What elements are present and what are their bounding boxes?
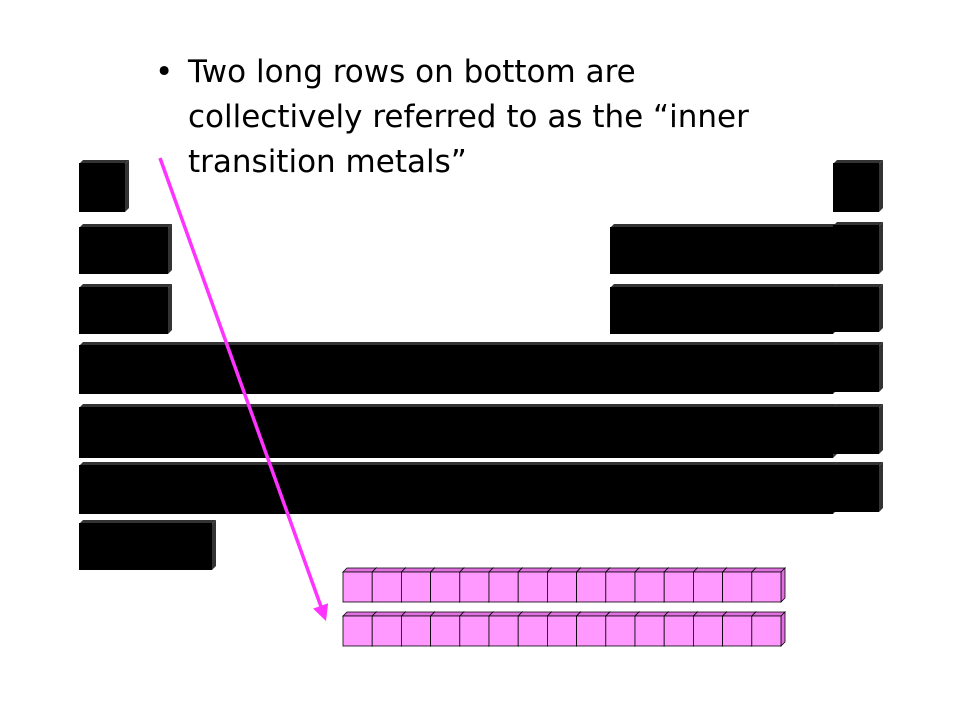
bullet-text: Two long rows on bottom are collectively…: [188, 54, 749, 180]
inner-transition-cell: [400, 567, 436, 603]
table-block: [833, 222, 883, 274]
inner-transition-cell: [634, 567, 670, 603]
inner-transition-cell: [517, 611, 553, 647]
table-block: [610, 284, 837, 334]
table-block: [610, 224, 837, 274]
inner-transition-cell: [488, 611, 524, 647]
inner-transition-cell: [604, 567, 640, 603]
inner-transition-cell: [517, 567, 553, 603]
table-block: [79, 342, 837, 394]
inner-transition-cell: [458, 567, 494, 603]
inner-transition-cell: [371, 567, 407, 603]
pointer-arrow: [158, 157, 329, 621]
inner-transition-cell: [488, 567, 524, 603]
table-block: [79, 462, 837, 514]
inner-transition-cell: [546, 567, 582, 603]
inner-transition-cell: [400, 611, 436, 647]
inner-transition-cell: [575, 611, 611, 647]
table-block: [833, 462, 883, 512]
inner-transition-cell: [429, 611, 465, 647]
inner-transition-cell: [371, 611, 407, 647]
inner-transition-cell: [604, 611, 640, 647]
inner-transition-cell: [546, 611, 582, 647]
inner-transition-row-actinides: [342, 611, 786, 647]
table-block: [833, 160, 883, 212]
inner-transition-cell: [429, 567, 465, 603]
table-block: [833, 284, 883, 332]
inner-transition-cell: [458, 611, 494, 647]
table-block: [79, 284, 172, 334]
inner-transition-cell: [342, 611, 378, 647]
bullet-marker: •: [155, 54, 174, 90]
table-block: [79, 160, 129, 212]
bullet-point: • Two long rows on bottom are collective…: [155, 50, 855, 185]
inner-transition-rows: [342, 567, 786, 647]
table-block: [79, 404, 837, 458]
table-block: [833, 342, 883, 392]
table-block: [79, 520, 216, 570]
inner-transition-cell: [342, 567, 378, 603]
inner-transition-cell: [634, 611, 670, 647]
inner-transition-row-lanthanides: [342, 567, 786, 603]
inner-transition-cell: [692, 611, 728, 647]
table-block: [833, 404, 883, 454]
table-block: [79, 224, 172, 274]
inner-transition-cell: [750, 611, 786, 647]
main-table-blocks: [79, 160, 883, 570]
inner-transition-cell: [663, 567, 699, 603]
inner-transition-cell: [750, 567, 786, 603]
arrow-head: [313, 603, 329, 621]
inner-transition-cell: [663, 611, 699, 647]
inner-transition-cell: [721, 611, 757, 647]
inner-transition-cell: [575, 567, 611, 603]
inner-transition-cell: [721, 567, 757, 603]
inner-transition-cell: [692, 567, 728, 603]
